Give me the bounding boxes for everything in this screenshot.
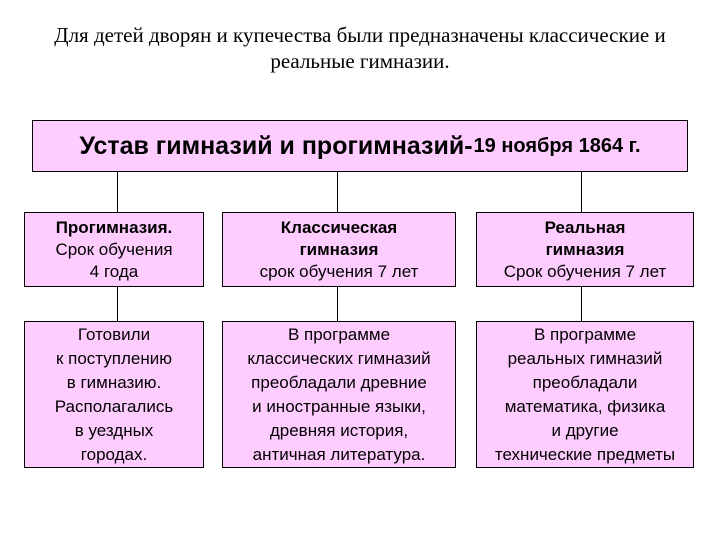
description-line: и иностранные языки, (252, 396, 426, 416)
description-line: преобладали древние (251, 372, 427, 392)
description-line: древняя история, (269, 420, 409, 440)
classical-description-box: В программе классических гимназий преобл… (222, 321, 456, 468)
description-line: преобладали (532, 372, 638, 392)
description-line: в уездных (74, 420, 154, 440)
description-line: реальных гимназий (507, 348, 663, 368)
description-line: к поступлению (55, 348, 172, 368)
classical-title-line-2: гимназия (299, 239, 379, 259)
intro-line-2: реальные гимназии. (270, 49, 450, 73)
description-line: В программе (533, 324, 637, 344)
connector-line-6 (581, 287, 582, 347)
progymnasium-line-3: 4 года (89, 261, 139, 281)
real-duration: Срок обучения 7 лет (503, 261, 667, 281)
connector-line-3 (581, 172, 582, 212)
description-line: античная литература. (252, 444, 426, 464)
charter-header-box: Устав гимназий и прогимназий- 19 ноября … (32, 120, 688, 172)
description-line: Располагались (54, 396, 174, 416)
connector-line-4 (117, 287, 118, 347)
progymnasium-title: Прогимназия. (55, 217, 173, 237)
real-title-line-1: Реальная (544, 217, 626, 237)
description-line: классических гимназий (247, 348, 431, 368)
description-line: Готовили (77, 324, 151, 344)
intro-text: Для детей дворян и купечества были предн… (0, 22, 720, 74)
real-description-box: В программе реальных гимназий преобладал… (476, 321, 694, 468)
classical-gymnasium-box: Классическая гимназия срок обучения 7 ле… (222, 212, 456, 287)
charter-title: Устав гимназий и прогимназий- (79, 131, 473, 160)
progymnasium-box: Прогимназия. Срок обучения 4 года (24, 212, 204, 287)
description-line: В программе (287, 324, 391, 344)
classical-duration: срок обучения 7 лет (259, 261, 419, 281)
progymnasium-line-2: Срок обучения (55, 239, 173, 259)
intro-line-1: Для детей дворян и купечества были предн… (54, 23, 666, 47)
real-title-line-2: гимназия (545, 239, 625, 259)
charter-date: 19 ноября 1864 г. (473, 134, 641, 157)
connector-line-2 (337, 172, 338, 212)
description-line: городах. (80, 444, 148, 464)
description-line: технические предметы (494, 444, 676, 464)
connector-line-1 (117, 172, 118, 212)
description-line: и другие (551, 420, 619, 440)
description-line: в гимназию. (66, 372, 162, 392)
classical-title-line-1: Классическая (280, 217, 398, 237)
connector-line-5 (337, 287, 338, 347)
real-gymnasium-box: Реальная гимназия Срок обучения 7 лет (476, 212, 694, 287)
description-line: математика, физика (504, 396, 666, 416)
progymnasium-description-box: Готовили к поступлению в гимназию. Распо… (24, 321, 204, 468)
